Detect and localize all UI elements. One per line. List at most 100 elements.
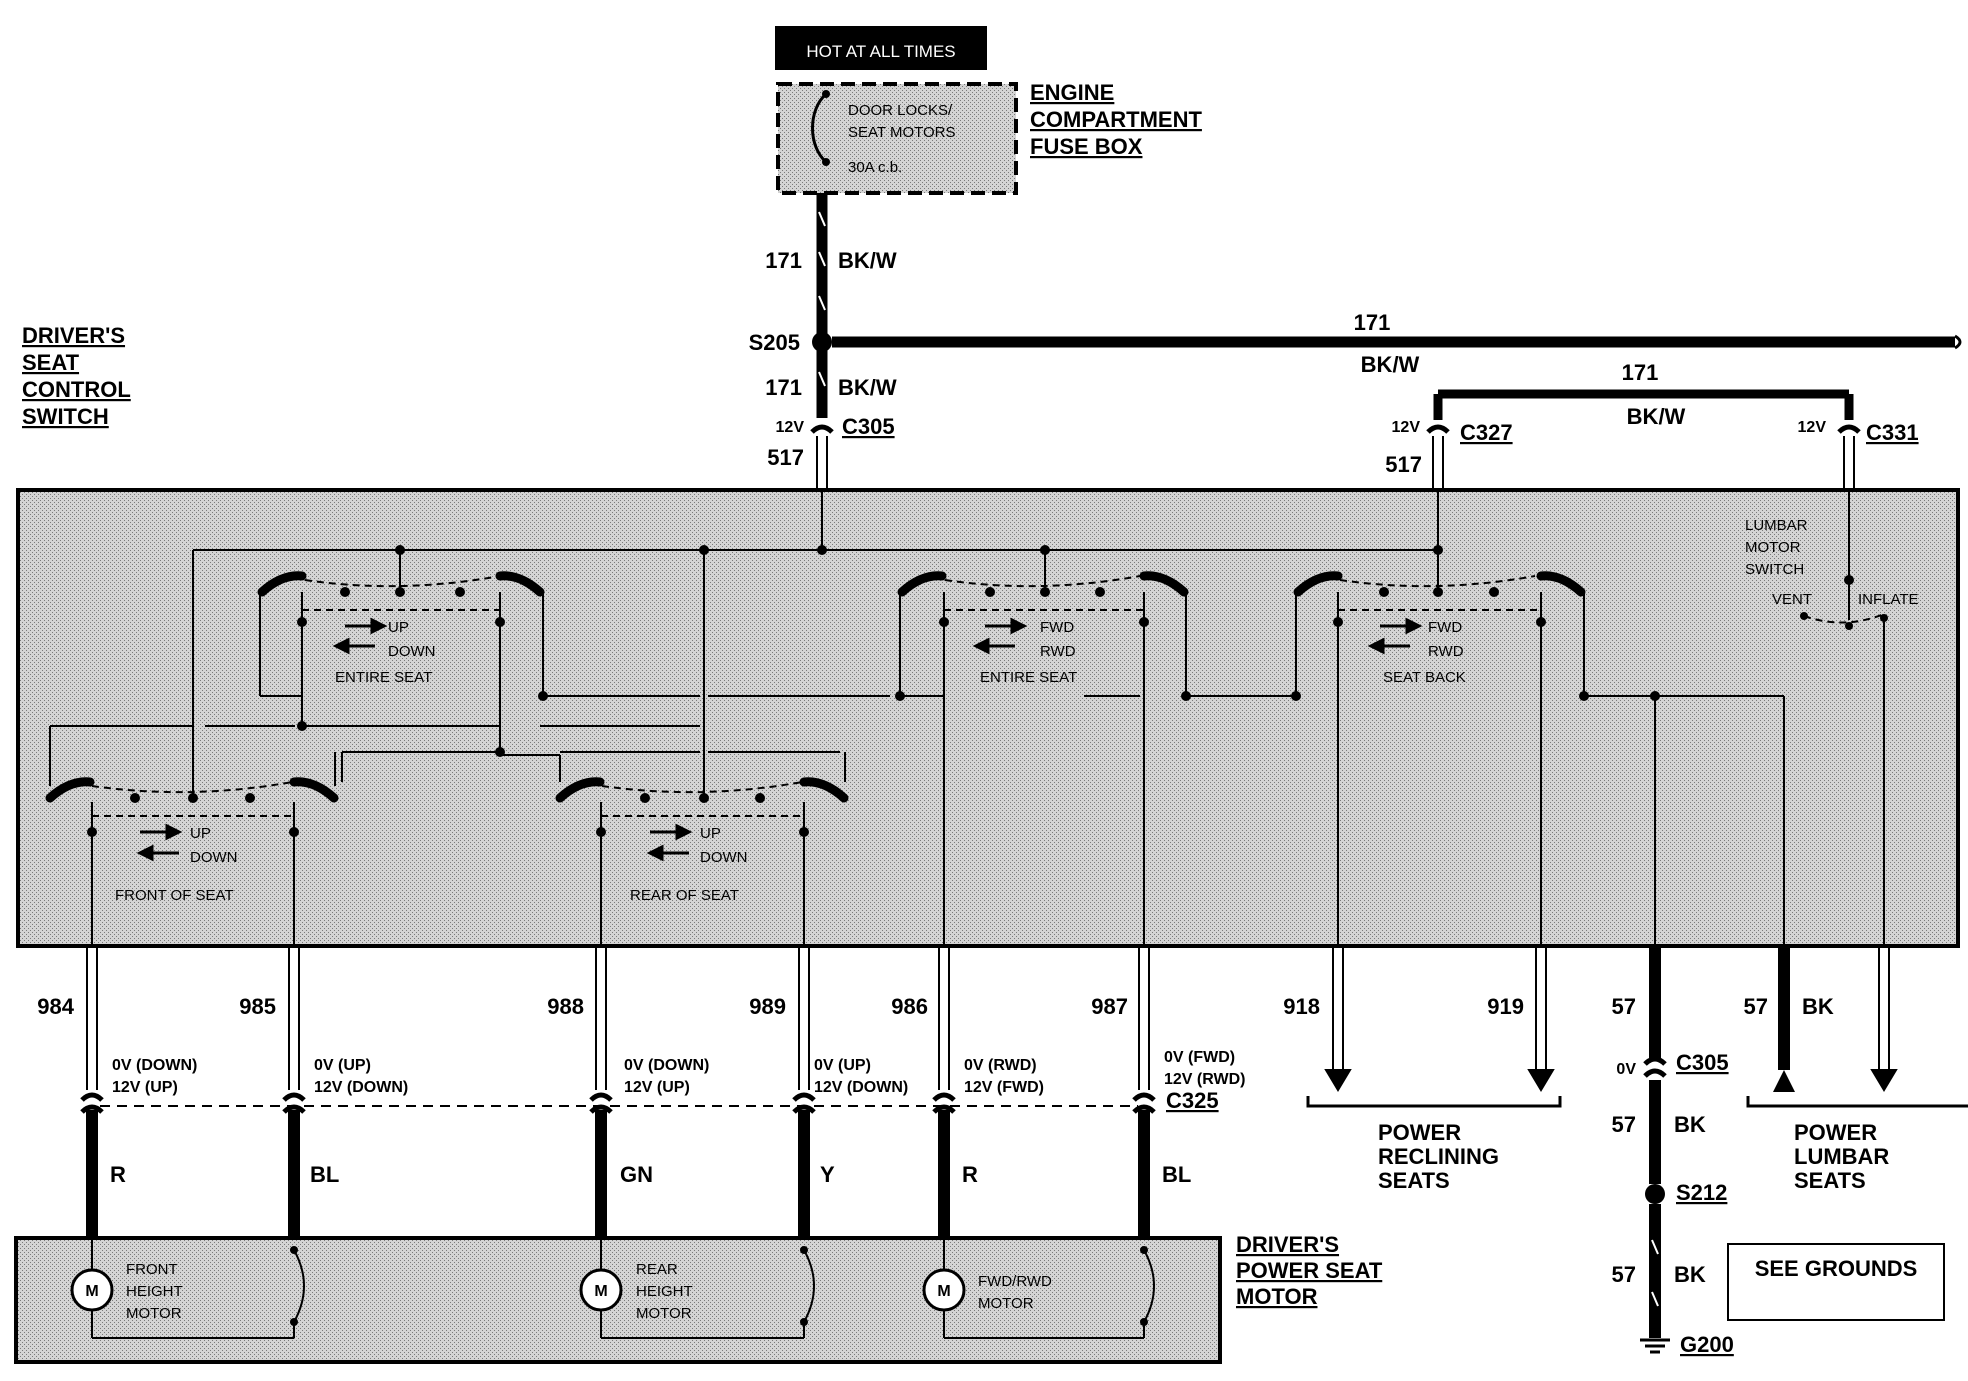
switch-title-1: DRIVER'S xyxy=(22,323,125,348)
ground-c305-label: C305 xyxy=(1676,1050,1729,1075)
feed-color-upper: BK/W xyxy=(838,248,897,273)
front-of-seat-label: FRONT OF SEAT xyxy=(115,887,234,904)
wire-986-volt-a: 0V (RWD) xyxy=(964,1057,1037,1074)
wire-989-color: Y xyxy=(820,1162,835,1187)
entire-seat-label-1: ENTIRE SEAT xyxy=(335,669,432,686)
see-grounds-box xyxy=(1727,1243,1945,1321)
motor-3-symbol: M xyxy=(937,1283,950,1300)
breaker-line-1: DOOR LOCKS/ xyxy=(848,102,953,119)
wire-985-circuit: 985 xyxy=(239,994,276,1019)
lumbar-switch-1: LUMBAR xyxy=(1745,517,1808,534)
fwd-rwd-motor-icon xyxy=(922,1268,966,1312)
wire-988-color: GN xyxy=(620,1162,653,1187)
reclining-circuit-a: 918 xyxy=(1283,994,1320,1019)
rwd-label-1: RWD xyxy=(1040,643,1076,660)
front-down: DOWN xyxy=(190,849,238,866)
ground-volts: 0V xyxy=(1616,1061,1636,1078)
branch-circuit: 171 xyxy=(1622,360,1659,385)
rear-of-seat-label: REAR OF SEAT xyxy=(630,887,739,904)
breaker-line-2: SEAT MOTORS xyxy=(848,124,956,141)
switch-title-4: SWITCH xyxy=(22,404,109,429)
lumbar-line-1: POWER xyxy=(1794,1120,1877,1145)
connector-c331 xyxy=(1837,424,1861,434)
horizontal-feed-color: BK/W xyxy=(1361,352,1420,377)
splice-s205-label: S205 xyxy=(749,330,800,355)
reclining-line-3: SEATS xyxy=(1378,1168,1450,1193)
c327-inner-circuit: 517 xyxy=(1385,452,1422,477)
lumbar-arrow-up xyxy=(1773,1070,1795,1092)
c305-label: C305 xyxy=(842,414,895,439)
lumbar-circuit: 57 xyxy=(1744,994,1768,1019)
lumbar-line-2: LUMBAR xyxy=(1794,1144,1889,1169)
motor-3-line-1: FWD/RWD xyxy=(978,1273,1052,1290)
motor-2-line-3: MOTOR xyxy=(636,1305,692,1322)
reclining-bracket xyxy=(1306,1096,1562,1108)
fuse-box-title-1: ENGINE xyxy=(1030,80,1114,105)
motor-1-line-1: FRONT xyxy=(126,1261,178,1278)
wire-985-color: BL xyxy=(310,1162,339,1187)
connector-c305-top xyxy=(810,424,834,434)
wire-985-volt-b: 12V (DOWN) xyxy=(314,1079,408,1096)
motor-1-symbol: M xyxy=(85,1283,98,1300)
ground-circuit-upper: 57 xyxy=(1612,994,1636,1019)
fwd-label-2: FWD xyxy=(1428,619,1462,636)
ground-icon xyxy=(1640,1338,1670,1354)
lumbar-inflate-wire xyxy=(1870,948,1898,1092)
wire-984-color: R xyxy=(110,1162,126,1187)
wire-988-circuit: 988 xyxy=(547,994,584,1019)
switch-arrows xyxy=(136,617,1423,862)
engine-compartment-fuse-box: DOOR LOCKS/ SEAT MOTORS 30A c.b. xyxy=(776,82,1018,195)
lumbar-color: BK xyxy=(1802,994,1834,1019)
ground-g200-label: G200 xyxy=(1680,1332,1734,1357)
c327-label: C327 xyxy=(1460,420,1513,445)
hot-at-all-times-label: HOT AT ALL TIMES xyxy=(806,42,955,61)
feed-color-lower: BK/W xyxy=(838,375,897,400)
see-grounds-label: SEE GROUNDS xyxy=(1755,1256,1918,1281)
motor-wire-conductors xyxy=(86,948,1150,1090)
switch-title-2: SEAT xyxy=(22,350,80,375)
c327-volts: 12V xyxy=(1392,419,1421,436)
wire-986-volt-b: 12V (FWD) xyxy=(964,1079,1044,1096)
rwd-label-2: RWD xyxy=(1428,643,1464,660)
c331-volts: 12V xyxy=(1798,419,1827,436)
wire-987-volt-a: 0V (FWD) xyxy=(1164,1049,1235,1066)
reclining-line-2: RECLINING xyxy=(1378,1144,1499,1169)
wire-984-circuit: 984 xyxy=(37,994,74,1019)
ground-circuit-middle: 57 xyxy=(1612,1112,1636,1137)
vent-label: VENT xyxy=(1772,591,1812,608)
reclining-line-1: POWER xyxy=(1378,1120,1461,1145)
reclining-wires xyxy=(1324,948,1555,1092)
wire-986-color: R xyxy=(962,1162,978,1187)
ground-connector-c305 xyxy=(1643,1056,1667,1078)
motor-title-2: POWER SEAT xyxy=(1236,1258,1383,1283)
motor-3-line-2: MOTOR xyxy=(978,1295,1034,1312)
branch-color: BK/W xyxy=(1627,404,1686,429)
motor-2-line-2: HEIGHT xyxy=(636,1283,693,1300)
wire-984-volt-b: 12V (UP) xyxy=(112,1079,178,1096)
seat-back-label: SEAT BACK xyxy=(1383,669,1466,686)
connector-c327 xyxy=(1426,424,1450,434)
wire-988-volt-b: 12V (UP) xyxy=(624,1079,690,1096)
rear-height-motor-icon xyxy=(579,1268,623,1312)
c305-volts: 12V xyxy=(776,419,805,436)
wire-986-circuit: 986 xyxy=(891,994,928,1019)
switch-title-3: CONTROL xyxy=(22,377,131,402)
entire-seat-label-2: ENTIRE SEAT xyxy=(980,669,1077,686)
c331-label: C331 xyxy=(1866,420,1919,445)
wire-989-volt-b: 12V (DOWN) xyxy=(814,1079,908,1096)
c325-label: C325 xyxy=(1166,1088,1219,1113)
c305-inner-circuit: 517 xyxy=(767,445,804,470)
inflate-label: INFLATE xyxy=(1858,591,1919,608)
motor-1-line-2: HEIGHT xyxy=(126,1283,183,1300)
wire-987-color: BL xyxy=(1162,1162,1191,1187)
feed-circuit-upper: 171 xyxy=(765,248,802,273)
lumbar-switch-2: MOTOR xyxy=(1745,539,1801,556)
lumbar-switch-3: SWITCH xyxy=(1745,561,1804,578)
ground-color-middle: BK xyxy=(1674,1112,1706,1137)
motor-2-line-1: REAR xyxy=(636,1261,678,1278)
motor-wire-thick xyxy=(86,1110,1150,1238)
ground-circuit-lower: 57 xyxy=(1612,1262,1636,1287)
wire-987-volt-b: 12V (RWD) xyxy=(1164,1071,1246,1088)
